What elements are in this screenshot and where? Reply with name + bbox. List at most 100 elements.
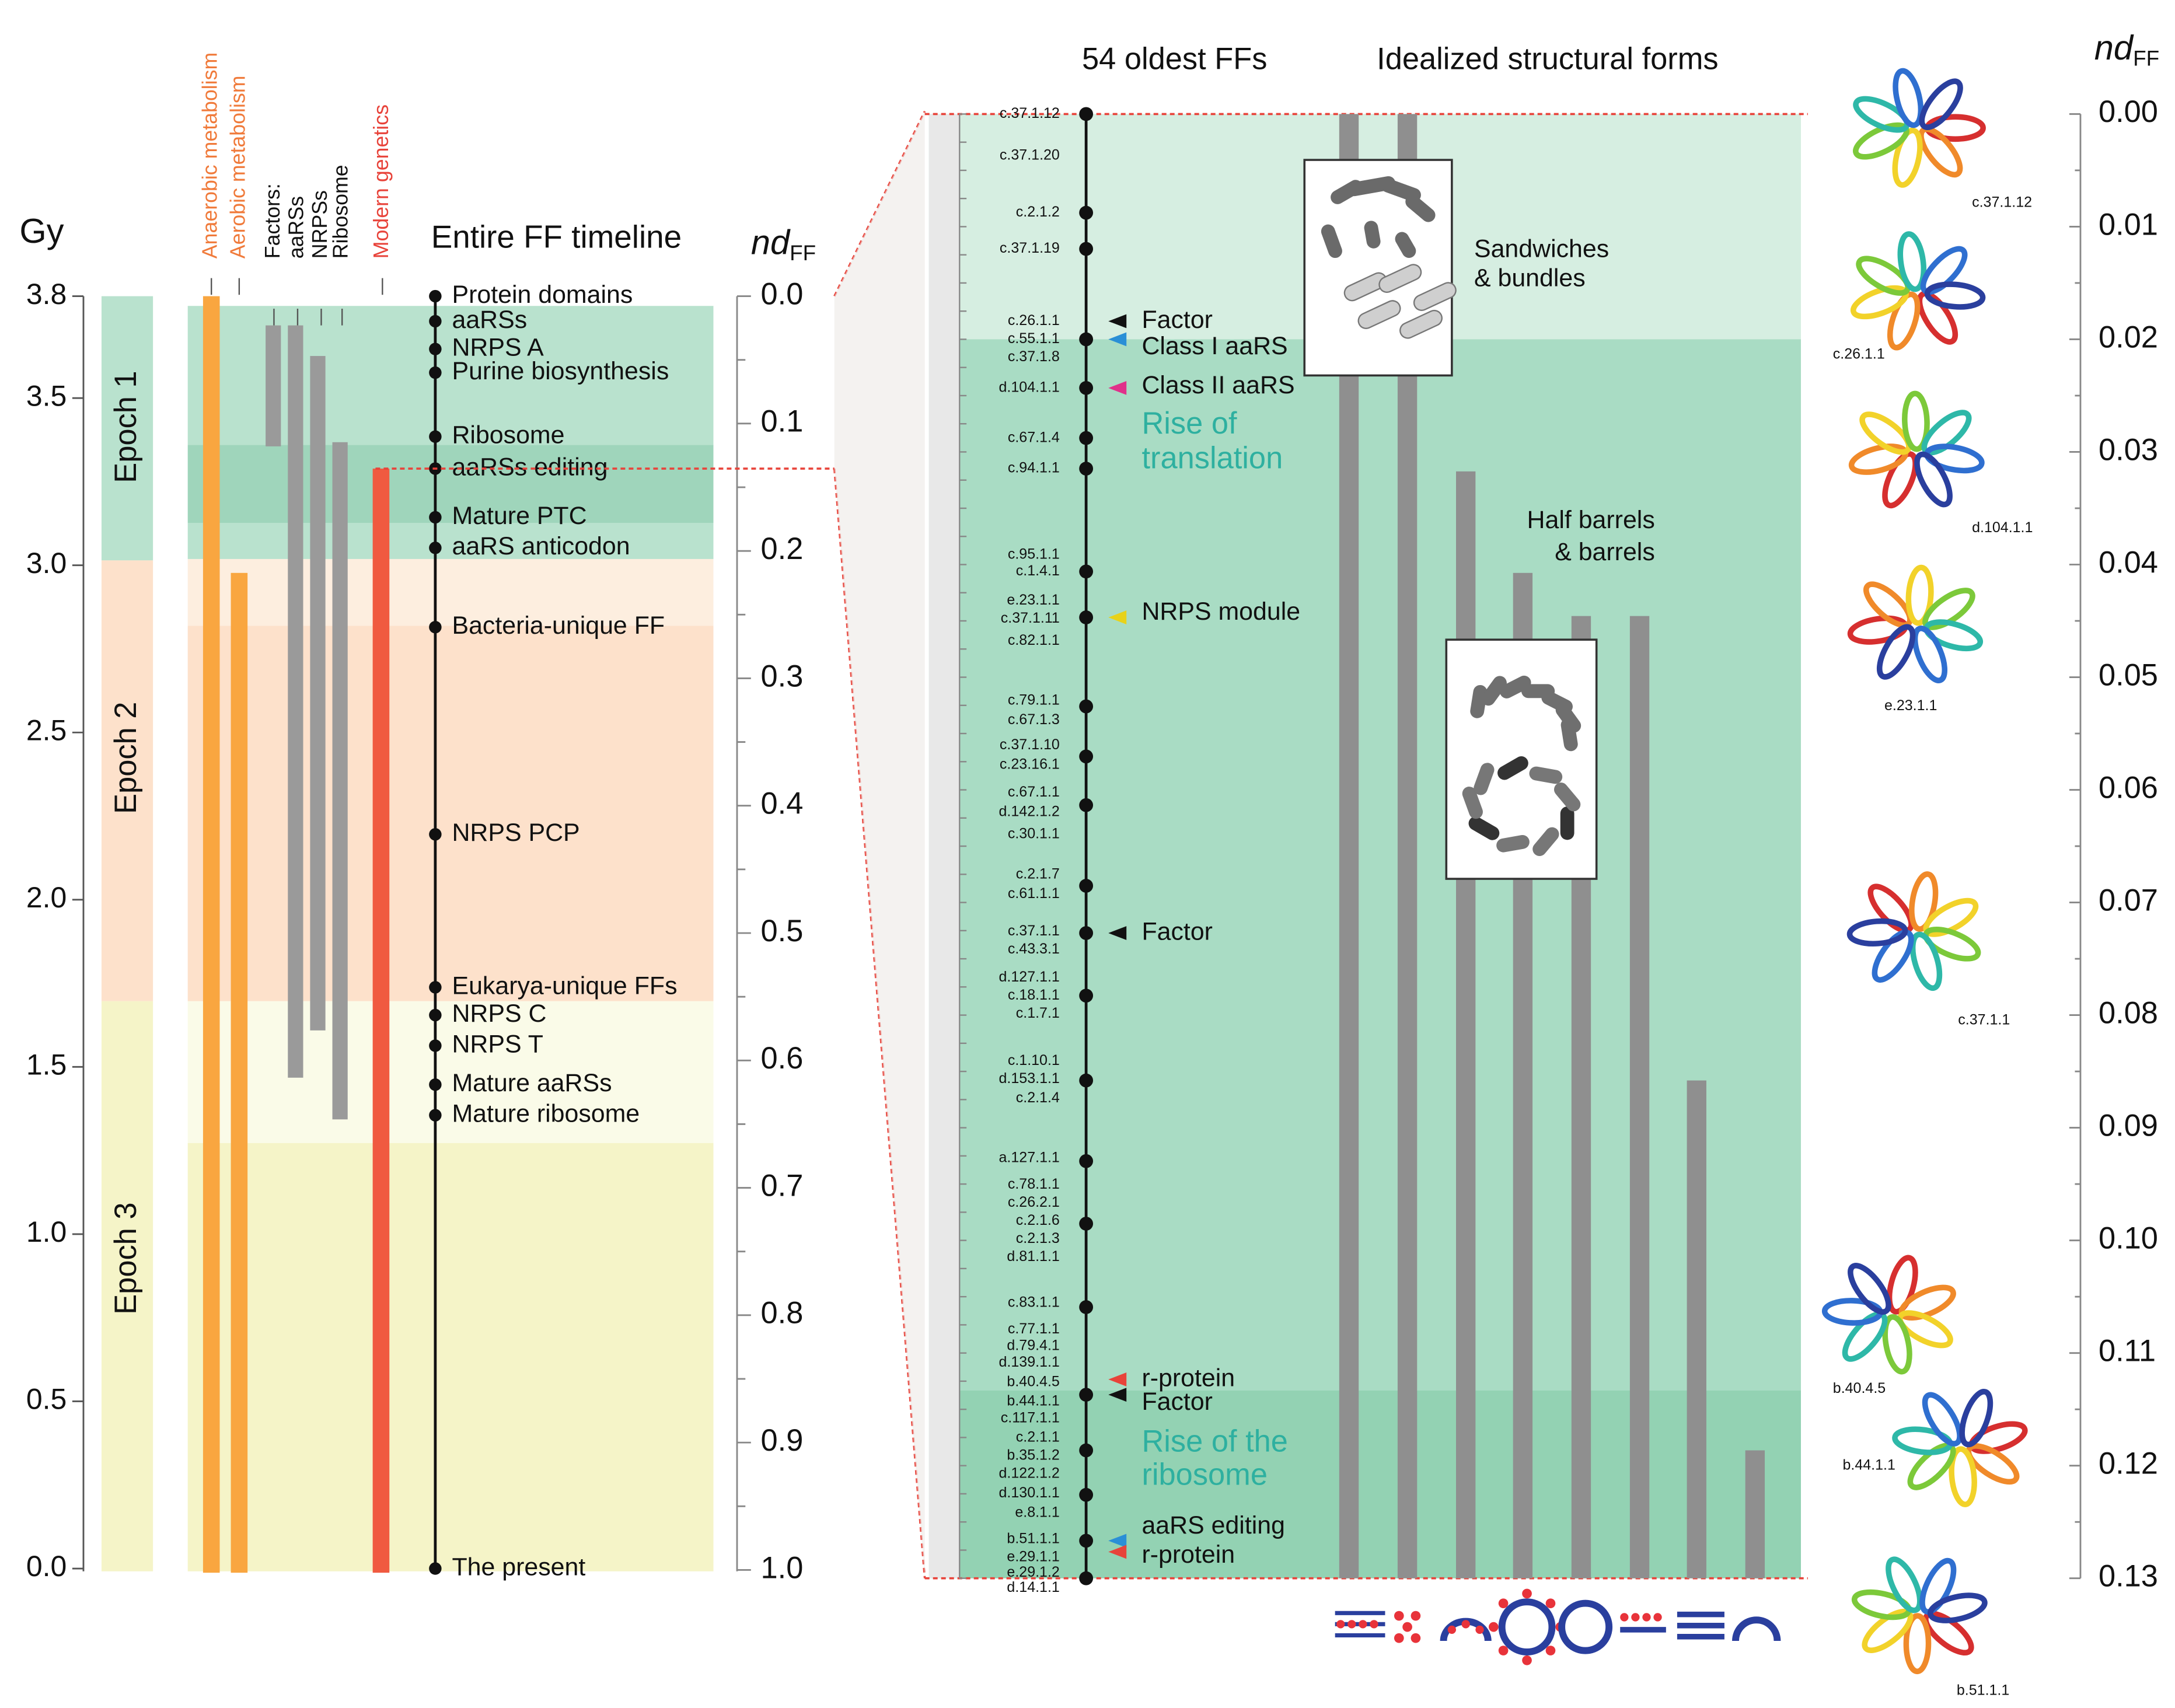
gy-tick-label: 2.5	[26, 714, 67, 746]
epoch3-band	[187, 1143, 714, 1571]
event-arrow	[1108, 1545, 1127, 1559]
nd-tick-label: 1.0	[761, 1551, 804, 1585]
ff-dot	[1079, 205, 1094, 220]
sandwich-icon-dot	[1359, 1620, 1367, 1629]
barrels-label: & barrels	[1555, 538, 1655, 566]
timeline-dot	[429, 1109, 442, 1122]
nd-tick-label: 0.1	[761, 405, 804, 439]
ff-label: c.18.1.1	[1008, 987, 1060, 1003]
helix-cylinder	[1357, 300, 1401, 329]
ff-dot	[1079, 610, 1094, 624]
nd-tick-label-right: 0.03	[2099, 433, 2158, 467]
gy-tick-label: 1.5	[26, 1049, 67, 1081]
event-label: Factor	[1141, 917, 1213, 945]
rise-translation-label: Rise of	[1141, 407, 1237, 441]
timeline-dot	[429, 1039, 442, 1052]
ff-dot	[1079, 1073, 1094, 1088]
ff-label: c.26.2.1	[1008, 1194, 1060, 1210]
ff-label: d.14.1.1	[1007, 1579, 1059, 1595]
nd-tick-label: 0.5	[761, 914, 804, 948]
nd-tick-label-right: 0.00	[2099, 95, 2158, 129]
timeline-event: Protein domains	[452, 281, 633, 309]
nd-axis-title-left: ndFF	[751, 222, 816, 265]
gy-axis-title: Gy	[19, 211, 64, 250]
nd-axis-title-right: ndFF	[2094, 28, 2159, 71]
ribbon-element	[1918, 126, 1963, 178]
column-label: Anaerobic metabolism	[198, 53, 222, 259]
epoch1-band	[187, 523, 714, 559]
bundle-icon-dot	[1402, 1622, 1412, 1632]
event-label: Class I aaRS	[1141, 332, 1287, 360]
sandwich-icon-dot	[1336, 1620, 1345, 1629]
timeline-event: NRPS T	[452, 1030, 543, 1058]
ribbon-element	[1922, 1392, 1963, 1447]
timeline-dot	[429, 343, 442, 355]
ff-label: c.1.7.1	[1016, 1005, 1060, 1021]
nd-tick-label-right: 0.01	[2099, 208, 2158, 242]
protein-structure-image	[1847, 564, 1984, 683]
helix-cylinder	[1395, 232, 1416, 259]
event-arrow	[1108, 1534, 1127, 1548]
ribbon-element	[1914, 451, 1953, 508]
arc-icon	[1732, 1616, 1781, 1641]
closed-barrel-icon-dot	[1498, 1646, 1509, 1655]
zoom-wedge	[834, 111, 925, 1578]
ribbon-element	[1882, 451, 1918, 509]
sandwiches-thumbnail	[1303, 159, 1453, 377]
gy-tick-label: 3.0	[26, 547, 67, 579]
timeline-event: Mature PTC	[452, 502, 586, 530]
ff-label: c.30.1.1	[1008, 825, 1060, 841]
ff-dot	[1079, 749, 1094, 764]
ff-label: c.79.1.1	[1008, 692, 1060, 708]
half-barrel-icon-dot	[1461, 1620, 1470, 1629]
ff-label: c.78.1.1	[1008, 1176, 1060, 1192]
structure-caption: d.104.1.1	[1972, 519, 2033, 536]
nd-tick-label-right: 0.10	[2099, 1221, 2158, 1255]
rise-ribosome-label: Rise of the	[1141, 1424, 1288, 1458]
ribbon-element	[1872, 929, 1914, 983]
ribbon-element	[1842, 1311, 1888, 1362]
ff-dot	[1079, 242, 1094, 256]
ff-label: c.23.16.1	[1000, 756, 1060, 772]
ribbon-element	[1887, 291, 1921, 351]
ribosome-bar	[332, 442, 348, 1120]
nd-tick-label: 0.8	[761, 1297, 804, 1330]
timeline-dot	[429, 315, 442, 328]
ribbon-element	[1848, 1263, 1891, 1315]
epoch-label: Epoch 3	[109, 1202, 143, 1314]
ribbon-element	[1882, 1314, 1912, 1375]
event-arrow	[1108, 314, 1127, 329]
ff-dot	[1079, 1487, 1094, 1502]
helix-cylinder	[1364, 221, 1381, 249]
nd-tick-label-right: 0.12	[2099, 1447, 2158, 1481]
ff-label: e.29.1.2	[1007, 1564, 1059, 1580]
nd-tick-label-right: 0.11	[2099, 1335, 2156, 1368]
nd-tick-label: 0.6	[761, 1042, 804, 1075]
nd-tick-label-right: 0.07	[2099, 883, 2158, 917]
ribbon-element	[1923, 926, 1981, 962]
layer-icon-dot	[1620, 1613, 1629, 1622]
ff-label: c.37.1.20	[1000, 147, 1060, 163]
helix-cylinder	[1470, 684, 1488, 718]
event-arrow	[1108, 332, 1127, 347]
ribbon-element	[1919, 78, 1963, 130]
protein-structure-image	[1892, 1389, 2028, 1507]
ff-label: c.67.1.3	[1008, 711, 1060, 728]
gy-tick-label: 0.0	[26, 1550, 67, 1583]
gy-tick-label: 3.8	[26, 278, 67, 310]
ribbon-element	[1909, 931, 1943, 991]
helix-cylinder	[1553, 783, 1581, 812]
helix-cylinder	[1529, 766, 1563, 784]
ff-label: c.37.1.12	[1000, 105, 1060, 121]
ff-label: c.37.1.11	[1001, 610, 1060, 626]
anaerobic-bar	[203, 296, 220, 1573]
ribbon-element	[1905, 564, 1934, 626]
nd-tick-label-right: 0.04	[2099, 546, 2158, 579]
timeline-event: aaRSs	[452, 306, 527, 334]
ff-label: e.8.1.1	[1015, 1504, 1060, 1520]
timeline-dot	[429, 1008, 442, 1022]
ff-label: d.130.1.1	[999, 1485, 1060, 1501]
timeline-dot	[429, 1562, 442, 1575]
